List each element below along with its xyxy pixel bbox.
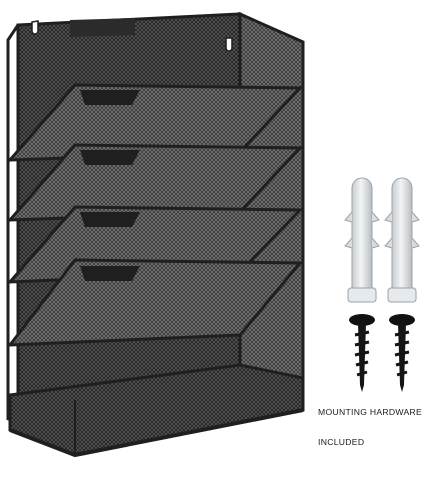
wall-anchor-left bbox=[344, 177, 380, 303]
mounting-hardware-icon bbox=[344, 177, 420, 392]
caption-included: INCLUDED bbox=[318, 437, 365, 447]
screw-left bbox=[349, 314, 375, 392]
file-tier-1 bbox=[6, 83, 304, 162]
file-organizer bbox=[6, 11, 305, 458]
screw-right bbox=[389, 314, 415, 392]
file-tier-4 bbox=[6, 258, 304, 347]
caption-mounting-hardware: MOUNTING HARDWARE bbox=[318, 407, 423, 417]
file-tray-bottom bbox=[8, 363, 305, 458]
mounting-hardware-inset bbox=[318, 170, 436, 408]
wall-anchor-right bbox=[384, 177, 420, 303]
